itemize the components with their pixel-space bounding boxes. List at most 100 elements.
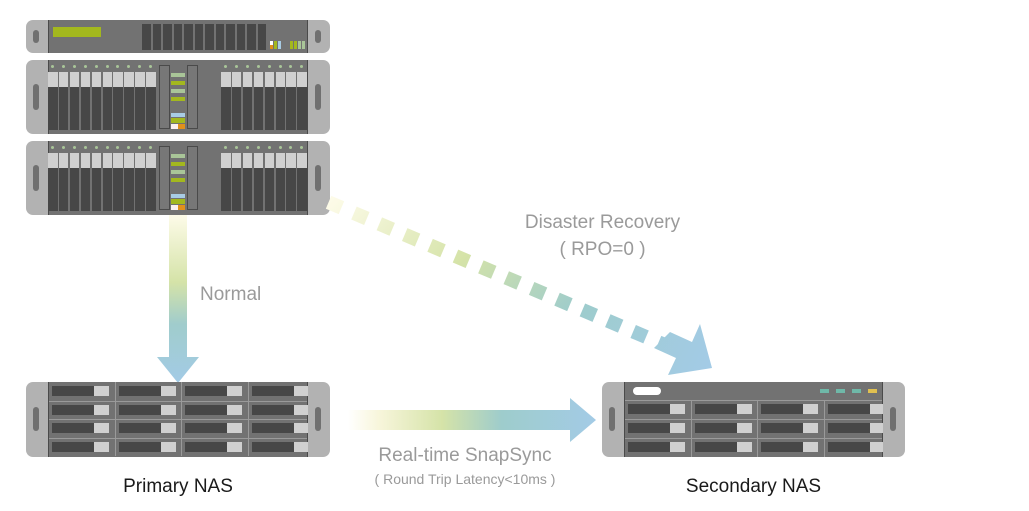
vent-slot [163,24,172,50]
snapsync-arrow [348,398,596,442]
bay-divider [181,382,182,456]
arrow-down-icon [157,215,199,383]
vent-grille [142,24,268,50]
dash-segment [351,206,370,225]
status-led [171,89,185,93]
drive-bay [102,168,112,211]
status-led [171,205,178,210]
vent-slot [247,24,256,50]
drive-bay-handle [135,72,145,87]
drive-bay [827,423,870,433]
drive-bay [118,423,161,433]
drive-bay [52,404,94,415]
rack-ear-left [26,382,48,457]
handle [33,165,39,191]
status-led [171,113,185,117]
handle [315,84,321,110]
drive-bay [286,168,296,211]
bay-led [300,65,304,68]
bay-divider [690,400,692,457]
drive-bay-handle [94,423,109,433]
drive-bay-handle [113,153,123,168]
secondary-nas-label: Secondary NAS [685,476,822,497]
drive-bay-handle [58,72,69,87]
drive-bay-handle [91,72,102,87]
drive-bay-handle [286,72,296,87]
drive-bay-handle [231,153,242,168]
drive-bay [286,87,296,130]
bay-led [105,146,109,149]
bay-led [224,146,227,149]
vent-slot [194,24,203,50]
status-led [171,194,185,198]
drive-bay [694,404,737,414]
drive-bay [80,87,91,130]
rack-ear-left [26,20,48,53]
status-led [171,118,185,123]
bay-divider [823,400,825,457]
drive-bay-handle [146,153,156,168]
drive-bay-handle [227,423,242,433]
bay-led [105,65,109,68]
drive-bay-handle [869,404,885,414]
arrow-right-icon [348,398,596,442]
drive-bay-handle [94,441,109,452]
dash-segment [401,228,421,247]
drive-bay-handle [58,153,69,168]
drive-bay-handle [297,72,307,87]
side-rail [187,65,198,129]
disaster-recovery-arrow [325,195,712,375]
bay-led [127,146,131,149]
lcd-display [53,27,101,37]
drive-bay-handle [803,442,818,452]
rack-ear-left [26,60,48,134]
rack-ear-left [26,141,48,215]
drive-bay [251,404,294,415]
drive-bay [52,441,94,452]
drive-bay [124,87,134,130]
source-rack [26,20,330,215]
bay-led [61,146,65,149]
drive-bay [231,87,242,130]
drive-bay-handle [48,72,58,87]
status-leds [270,41,330,49]
dash-segment [478,260,497,279]
vent-slot [152,24,161,50]
chassis-front [48,60,329,134]
status-led [171,162,185,166]
status-led [171,73,185,77]
dash-segment [427,238,446,258]
drive-bay-handle [221,153,231,168]
drive-bay-handle [264,72,275,87]
bay-divider [625,419,882,420]
drive-bay [80,168,91,211]
bay-led [116,65,120,68]
drive-bay [253,87,264,130]
status-led [178,205,185,210]
disaster-recovery-sublabel: ( RPO=0 ) [559,239,646,260]
rack-ear-right [308,382,330,457]
bay-led [51,65,54,68]
disaster-recovery-label: Disaster Recovery [524,212,681,233]
drive-bay [118,404,161,415]
vent-slot [173,24,182,50]
drive-bay [185,386,227,396]
drive-bay-handle [124,153,134,168]
drive-bay-handle [293,423,309,433]
drive-bay-handle [69,72,80,87]
status-leds [820,389,880,393]
drive-bay-handle [94,404,109,415]
drive-bay-handle [80,72,91,87]
arrow-head-icon [654,324,712,375]
vent-slot [205,24,214,50]
drive-bay [628,423,670,433]
drive-bay [251,423,294,433]
drive-bay-handle [146,72,156,87]
drive-bay [113,168,123,211]
rack-ear-right [308,60,330,134]
drive-bay-handle [803,423,818,433]
power-button [633,387,661,395]
bay-led [289,65,293,68]
status-led [171,97,185,101]
drive-bay-handle [160,423,176,433]
